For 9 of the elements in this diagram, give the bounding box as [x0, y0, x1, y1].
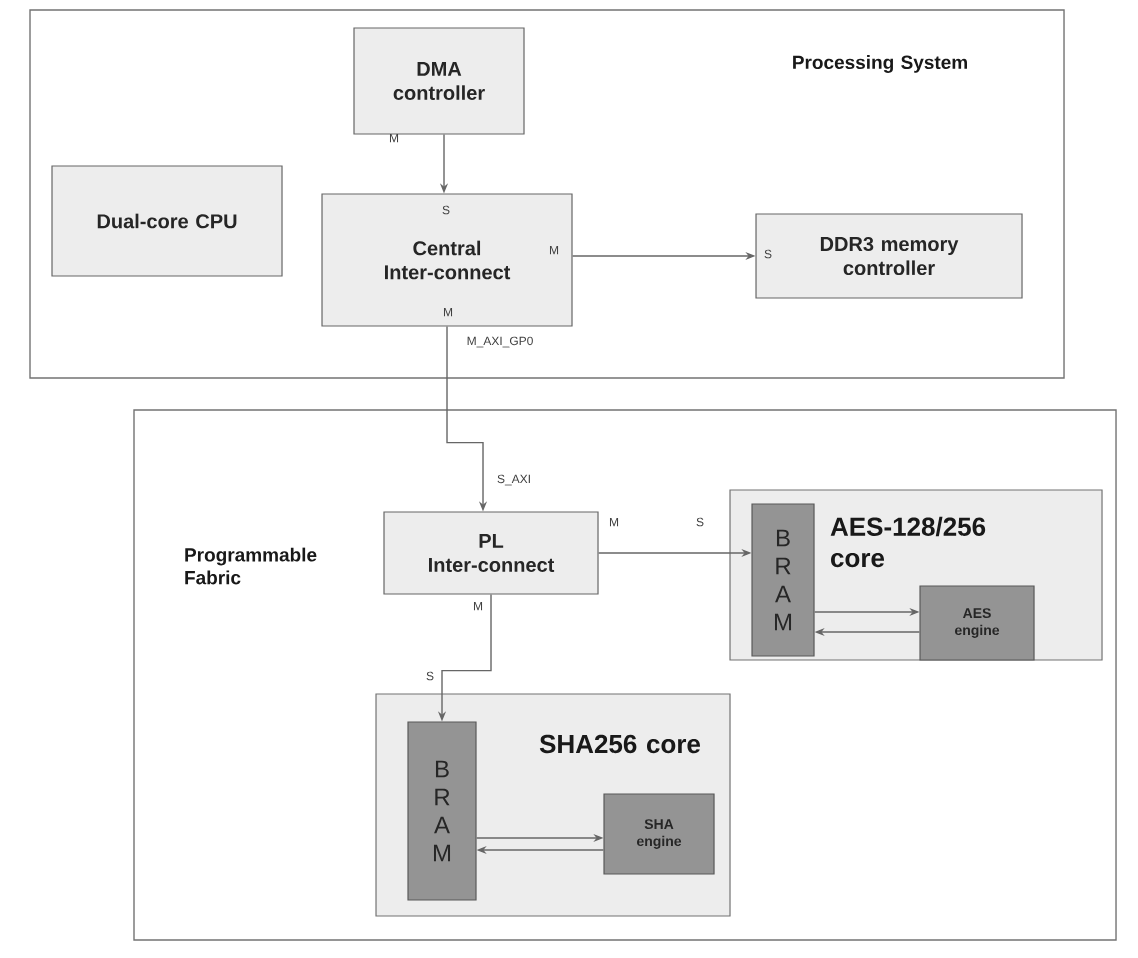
block-box: PL Inter-connect	[383, 511, 599, 595]
region-title: SHA256 core	[539, 734, 701, 754]
block-box: Dual-core CPU	[51, 165, 283, 277]
bram-block: B R A M	[751, 503, 815, 657]
bram-block: B R A M	[407, 721, 477, 901]
region-title: Programmable Fabric	[185, 547, 317, 585]
block-box: DMA controller	[353, 27, 525, 135]
region-title: AES-128/256 core	[830, 516, 986, 568]
region-title: Processing System	[793, 55, 967, 73]
